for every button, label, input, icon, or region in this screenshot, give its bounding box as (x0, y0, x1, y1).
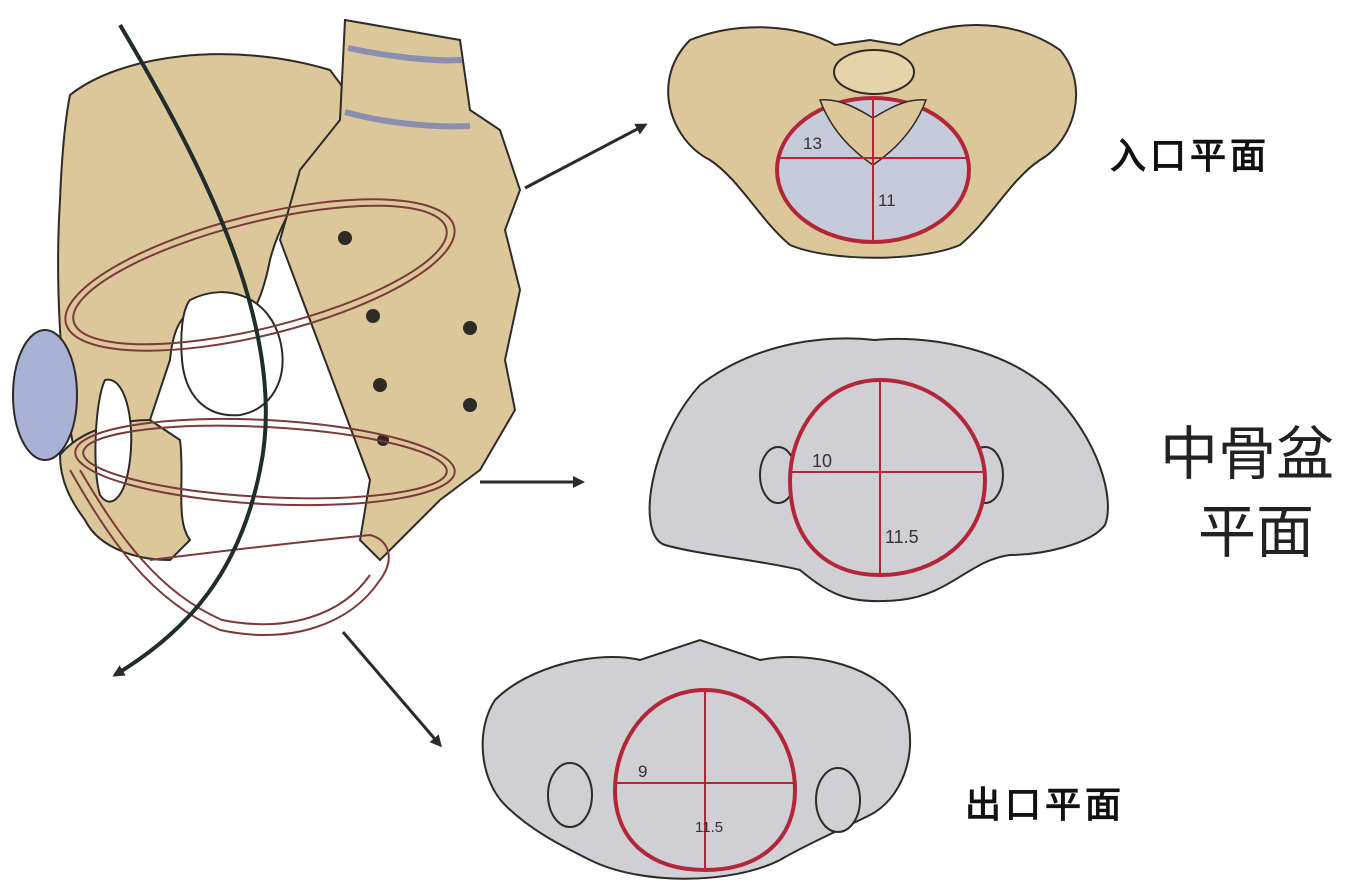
pubic-symphysis (13, 330, 77, 460)
arrow-to-inlet (525, 125, 645, 188)
arrow-to-outlet (343, 632, 440, 745)
outlet-right-tuberosity (816, 768, 860, 832)
inlet-sacral-promontory (834, 50, 914, 94)
mid-plane-label-line1: 中骨盆 (1160, 420, 1334, 488)
inlet-transverse-value: 13 (803, 134, 822, 153)
outlet-ap-value: 11.5 (695, 819, 723, 836)
outlet-left-tuberosity (548, 763, 592, 827)
mid-ap-value: 11.5 (885, 527, 919, 547)
sacral-foramen (366, 309, 380, 323)
sacral-foramen (463, 321, 477, 335)
outlet-transverse-value: 9 (638, 762, 647, 781)
sacral-foramen (373, 378, 387, 392)
inlet-plane-label: 入口平面 (1110, 136, 1270, 177)
outlet-plane-illustration: 9 11.5 (483, 640, 910, 879)
lateral-pelvis-illustration (13, 20, 520, 675)
inlet-ap-value: 11 (878, 191, 896, 210)
sacral-foramen (338, 231, 352, 245)
mid-plane-illustration: 10 11.5 (650, 338, 1108, 601)
outlet-plane-label: 出口平面 (965, 785, 1125, 826)
mid-transverse-value: 10 (812, 451, 832, 471)
inlet-plane-illustration: 13 11 (668, 25, 1076, 258)
mid-plane-label-line2: 平面 (1198, 498, 1314, 566)
sacral-foramen (463, 398, 477, 412)
